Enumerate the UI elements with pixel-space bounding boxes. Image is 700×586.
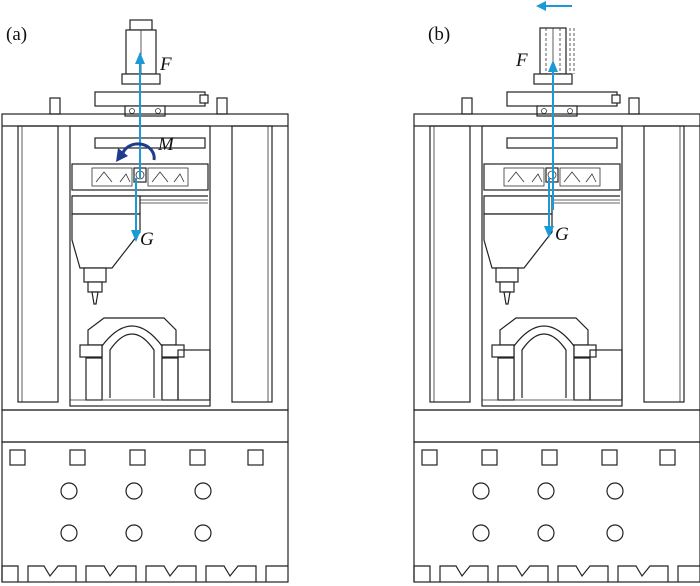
- panel-label-b: (b): [428, 24, 450, 45]
- force-label-f-b: F: [515, 50, 528, 71]
- force-label-g-a: G: [140, 229, 154, 250]
- panel-label-a: (a): [6, 24, 27, 45]
- shift-arrow-b: [536, 1, 572, 11]
- force-label-m-a: M: [157, 134, 175, 155]
- force-label-f-a: F: [159, 54, 172, 75]
- panel-a: (a) F M G: [1, 19, 289, 583]
- force-f-arrow-a: [135, 52, 145, 178]
- panel-b: (b) F G: [413, 1, 700, 583]
- force-g-arrow-a: [131, 178, 141, 242]
- force-label-g-b: G: [555, 224, 569, 245]
- force-g-arrow-b: [544, 178, 554, 238]
- force-f-arrow-b: [548, 60, 558, 210]
- moment-m-arrow-a: [116, 142, 156, 162]
